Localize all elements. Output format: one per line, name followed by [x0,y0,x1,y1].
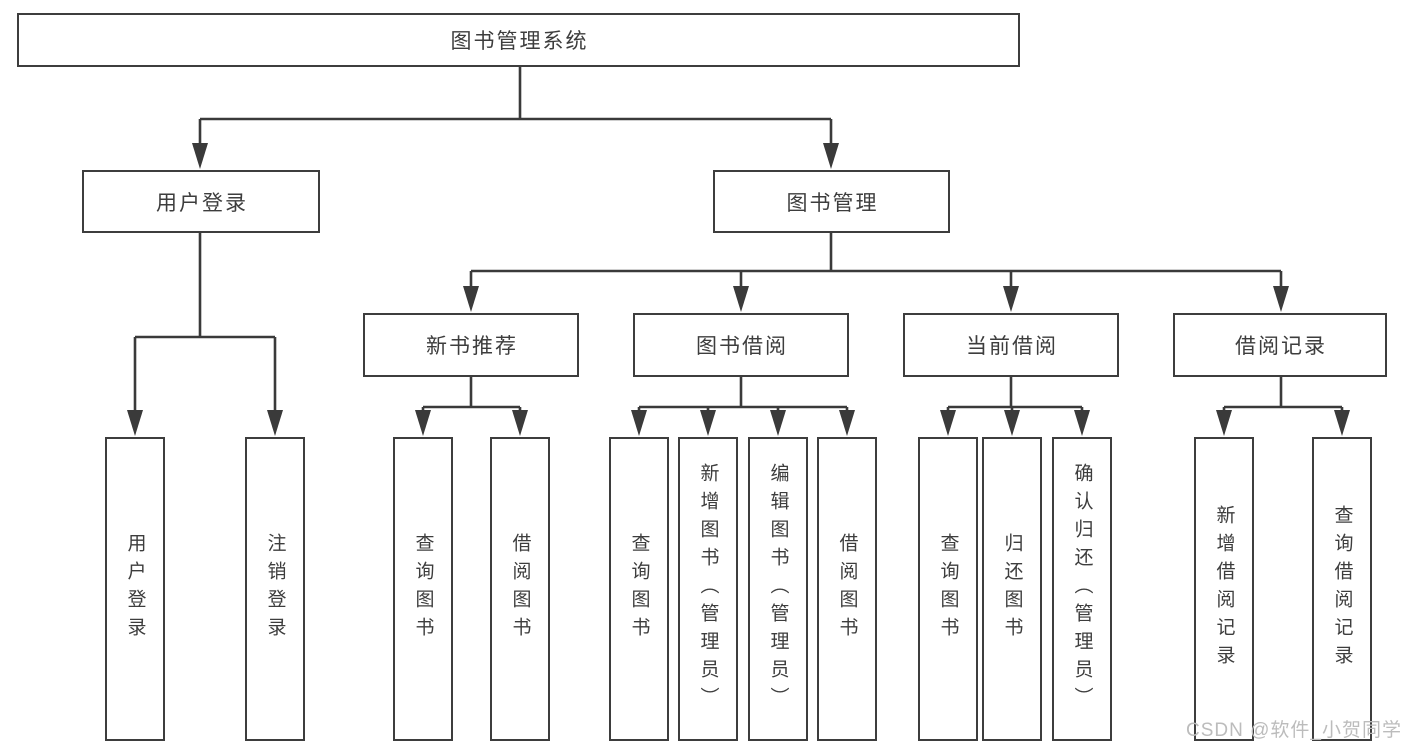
node-label: 图书借阅 [696,335,788,358]
node-label: 查询借阅记录 [1331,505,1353,673]
leaf-query-borrow-record: 查询借阅记录 [1312,437,1372,741]
node-label: 查询图书 [628,533,650,645]
node-label: 借阅记录 [1235,335,1327,358]
connector-book-borrowing-to-leaves [631,377,855,436]
arrowhead [1004,410,1020,436]
node-label: 新增借阅记录 [1213,505,1235,673]
connector-current-borrowing-to-leaves [940,377,1090,436]
leaf-edit-books-admin: 编辑图书（管理员） [748,437,808,741]
node-label: 查询图书 [412,533,434,645]
connector-new-books-to-leaves [415,377,528,436]
node-label: 借阅图书 [836,533,858,645]
node-label: 图书管理系统 [450,30,589,53]
leaf-return-books: 归还图书 [982,437,1042,741]
leaf-user-login: 用户登录 [105,437,165,741]
node-label: 借阅图书 [509,533,531,645]
node-label: 确认归还（管理员） [1071,463,1093,715]
arrowhead [512,410,528,436]
node-label: 编辑图书（管理员） [767,463,789,715]
connector-book-management-to-level3 [463,233,1289,312]
node-label: 当前借阅 [966,335,1058,358]
node-label: 图书管理 [786,191,879,215]
node-book-borrowing: 图书借阅 [633,313,849,377]
arrowhead [1216,410,1232,436]
connector-user-login-to-leaves [127,233,283,436]
node-new-books: 新书推荐 [363,313,579,377]
leaf-logout: 注销登录 [245,437,305,741]
arrowhead [192,143,208,169]
arrowhead [127,410,143,436]
arrowhead [631,410,647,436]
node-label: 用户登录 [124,533,146,645]
arrowhead [1074,410,1090,436]
leaf-borrowing-query-books: 查询图书 [609,437,669,741]
arrowhead [1273,286,1289,312]
node-label: 注销登录 [264,533,286,645]
node-label: 归还图书 [1001,533,1023,645]
leaf-borrow-books: 借阅图书 [817,437,877,741]
arrowhead [415,410,431,436]
leaf-confirm-return-admin: 确认归还（管理员） [1052,437,1112,741]
node-root-system: 图书管理系统 [17,13,1020,67]
node-label: 新书推荐 [426,335,518,358]
arrowhead [1334,410,1350,436]
node-borrowing-records: 借阅记录 [1173,313,1387,377]
connector-root-to-level2 [192,67,839,169]
leaf-current-query-books: 查询图书 [918,437,978,741]
arrowhead [700,410,716,436]
arrowhead [770,410,786,436]
arrowhead [267,410,283,436]
leaf-newbooks-query-books: 查询图书 [393,437,453,741]
leaf-add-borrow-record: 新增借阅记录 [1194,437,1254,741]
arrowhead [463,286,479,312]
leaf-add-books-admin: 新增图书（管理员） [678,437,738,741]
csdn-watermark: CSDN @软件_小贺同学 [1186,720,1402,741]
node-current-borrowing: 当前借阅 [903,313,1119,377]
node-label: 查询图书 [937,533,959,645]
arrowhead [823,143,839,169]
arrowhead [940,410,956,436]
node-label: 用户登录 [156,191,248,215]
leaf-newbooks-borrow-books: 借阅图书 [490,437,550,741]
arrowhead [839,410,855,436]
arrowhead [733,286,749,312]
node-label: 新增图书（管理员） [697,463,719,715]
arrowhead [1003,286,1019,312]
connector-borrowing-records-to-leaves [1216,377,1350,436]
node-user-login: 用户登录 [82,170,320,233]
node-book-management: 图书管理 [713,170,950,233]
